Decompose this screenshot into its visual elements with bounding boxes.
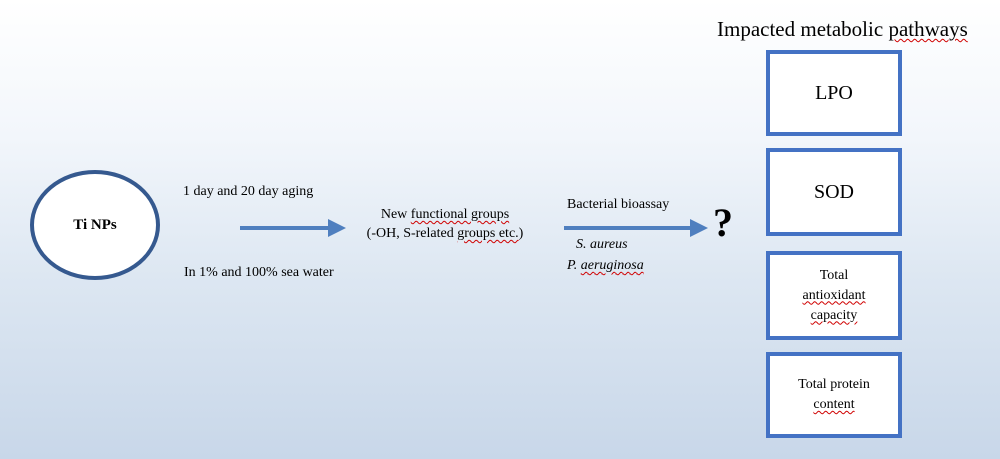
bacterial-bioassay-text: Bacterial bioassay <box>567 197 670 212</box>
pathway-box-total-antioxidant-capacity: Total antioxidant capacity <box>766 251 902 340</box>
aging-arrow <box>240 219 346 237</box>
species-p-aeruginosa: P. aeruginosa <box>567 258 644 274</box>
pathway-label-sod: SOD <box>813 180 854 203</box>
pathway-box-lpo: LPO <box>766 50 902 136</box>
bioassay-arrow <box>564 219 708 237</box>
functional-groups-marked: functional groups <box>410 207 510 222</box>
functional-groups-line-1: New functional groups <box>345 205 545 224</box>
species-s-aureus: S. aureus <box>576 237 628 252</box>
pathways-title: Impacted metabolic pathways <box>717 17 968 42</box>
aging-duration-text: 1 day and 20 day aging <box>183 184 314 199</box>
pathway-box-sod: SOD <box>766 148 902 236</box>
aging-arrow-head <box>328 219 346 237</box>
bioassay-arrow-shaft <box>564 226 692 230</box>
pathway-label-antioxidant-line-3: capacity <box>810 307 858 323</box>
pathway-label-antioxidant-line-1: Total <box>819 267 849 283</box>
pathways-title-prefix: Impacted metabolic <box>717 17 889 41</box>
functional-groups-detail-prefix: (-OH, S-related <box>366 226 458 241</box>
functional-groups-line-2: (-OH, S-related groups etc.) <box>345 224 545 243</box>
pathway-label-protein-line-2: content <box>813 397 855 412</box>
pathway-label-antioxidant-line-2: antioxidant <box>802 287 866 303</box>
functional-groups-detail-marked: groups etc. <box>457 226 519 241</box>
aging-medium-text: In 1% and 100% sea water <box>184 265 334 280</box>
species-p-aeruginosa-marked: aeruginosa <box>580 258 644 273</box>
species-p-aeruginosa-prefix: P. <box>567 258 581 273</box>
ti-nps-label: Ti NPs <box>73 216 117 233</box>
pathway-label-protein-line-1: Total protein <box>798 377 870 392</box>
ti-nps-node: Ti NPs <box>30 170 160 280</box>
aging-arrow-shaft <box>240 226 330 230</box>
functional-groups-prefix: New <box>380 207 411 222</box>
pathway-label-lpo: LPO <box>815 81 853 104</box>
functional-groups-detail-suffix: ) <box>518 226 524 241</box>
functional-groups-text: New functional groups (-OH, S-related gr… <box>345 205 545 243</box>
pathway-box-total-protein-content: Total protein content <box>766 352 902 438</box>
unknown-outcome-mark: ? <box>713 200 733 245</box>
bioassay-arrow-head <box>690 219 708 237</box>
pathways-title-marked: pathways <box>888 17 968 41</box>
